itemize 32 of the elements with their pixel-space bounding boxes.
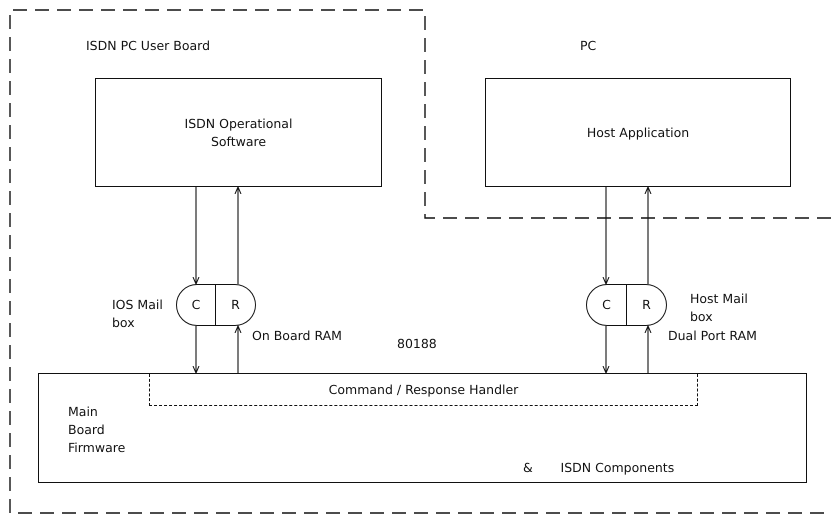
arrow [192,187,200,284]
arrow [602,326,610,374]
mailbox-half [176,284,216,326]
process-box [95,78,382,187]
mailbox-slot-label: R [231,296,240,314]
board-title: ISDN PC User Board [86,37,210,55]
text-label: 80188 [397,335,438,353]
arrow [234,326,242,373]
box-label: Host Application [586,124,690,142]
mailbox-slot-label: R [642,296,651,314]
box-label: ISDN Operational Software [184,115,294,150]
mailbox-half [627,284,667,326]
box-label: & ISDN Components [523,459,674,477]
dashed-boundary [10,10,831,513]
text-label: PC [580,37,598,55]
text-label: On Board RAM [252,327,342,345]
mailbox-slot-label: C [192,296,200,314]
mailbox-slot-label: C [602,296,611,314]
mailbox-half [216,284,256,326]
mailbox-label: Host Mail box [690,290,749,326]
mailbox-half [586,284,627,326]
arrow [192,326,200,374]
arrow [644,326,652,373]
arrow [602,187,610,284]
mailbox-label: IOS Mail box [112,296,164,332]
arrow [234,186,242,284]
box-label: Command / Response Handler [328,380,518,398]
text-label: Dual Port RAM [668,327,758,345]
arrow [644,186,652,284]
dashed-box [149,374,698,406]
box-label: Main Board Firmware [68,403,126,458]
process-box [38,373,807,483]
